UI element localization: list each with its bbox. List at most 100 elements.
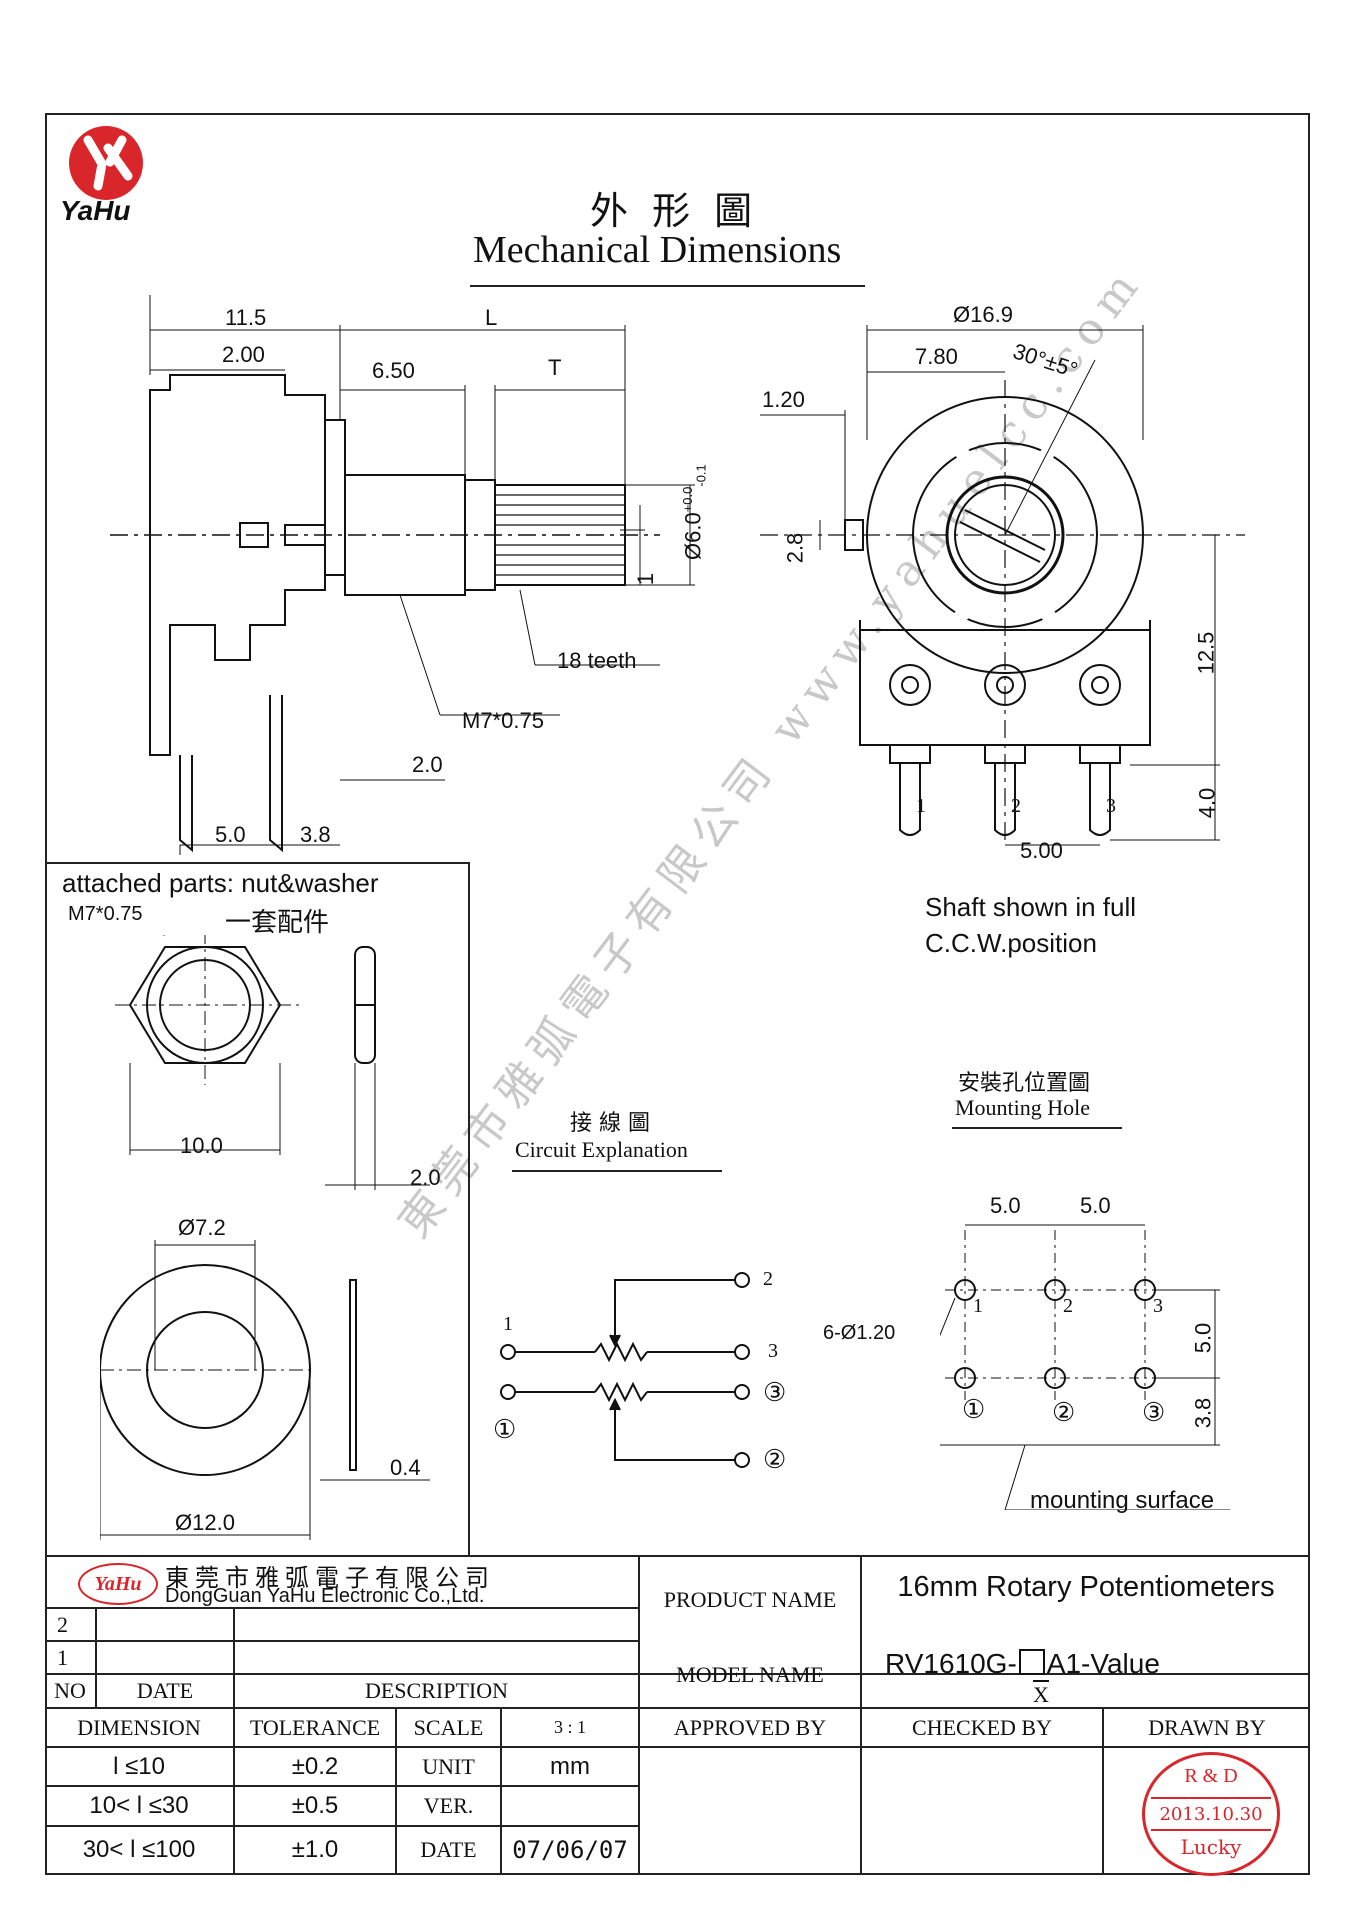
drawing-frame — [45, 113, 1310, 1875]
front-caption-1: Shaft shown in full — [925, 892, 1137, 922]
unit-value: mm — [550, 1752, 590, 1780]
circuit-title-en: Circuit Explanation — [515, 1137, 688, 1162]
tol-value-3: ±1.0 — [291, 1836, 339, 1863]
rev-row-2: 2 — [57, 1611, 68, 1637]
dim-washer-7-2: Ø7.2 — [178, 1215, 226, 1240]
dim-2-00: 2.00 — [222, 342, 265, 367]
ver-value — [502, 1786, 638, 1826]
circuit-underline — [512, 1170, 722, 1172]
rev-row-1: 1 — [57, 1644, 68, 1670]
mount-pin-1: 1 — [973, 1295, 983, 1317]
product-name-label: PRODUCT NAME — [663, 1586, 837, 1612]
mounting-title-zh: 安裝孔位置圖 — [958, 1071, 1091, 1096]
dim-4-0: 4.0 — [1194, 787, 1220, 819]
mount-pin-3: 3 — [1153, 1295, 1163, 1317]
dim-12-5: 12.5 — [1193, 631, 1219, 675]
dim-mount-5-0-v: 5.0 — [1190, 1322, 1216, 1354]
stamp-date: 2013.10.30 — [1159, 1803, 1263, 1825]
title-en: Mechanical Dimensions — [473, 229, 842, 271]
logo-text: YaHu — [60, 195, 131, 226]
nut-thread-label: M7*0.75 — [68, 903, 143, 925]
company-name-zh: 東莞市雅弧電子有限公司 — [165, 1564, 495, 1592]
title-underline — [470, 285, 865, 287]
drawn-by-label: DRAWN BY — [1148, 1714, 1266, 1740]
tol-range-2: 10< l ≤30 — [89, 1792, 189, 1819]
col-no: NO — [54, 1678, 86, 1703]
dim-washer-0-4: 0.4 — [390, 1455, 421, 1480]
tol-range-1: l ≤10 — [113, 1752, 165, 1780]
mounting-title-en: Mounting Hole — [955, 1095, 1091, 1120]
mounting-underline — [952, 1127, 1122, 1129]
mount-pin-2: 2 — [1063, 1295, 1073, 1317]
model-name-suffix: A1-Value — [1046, 1648, 1160, 1679]
col-scale: SCALE — [413, 1714, 484, 1740]
dim-6-50: 6.50 — [372, 358, 415, 383]
col-dimension: DIMENSION — [77, 1714, 201, 1740]
dim-T: T — [548, 355, 562, 380]
front-pin-3: 3 — [1106, 795, 1116, 817]
circuit-label-c3: ③ — [763, 1378, 787, 1407]
dim-3-8-side: 3.8 — [300, 822, 331, 847]
attached-parts-title: attached parts: nut&washer — [62, 868, 379, 898]
model-x: X — [1033, 1680, 1049, 1707]
tol-value-1: ±0.2 — [291, 1752, 339, 1780]
dim-5-00: 5.00 — [1020, 838, 1063, 863]
circuit-label-c2: ② — [763, 1445, 787, 1474]
date-label: DATE — [420, 1837, 477, 1862]
title-zh: 外 形 圖 — [590, 189, 759, 233]
title-block — [45, 1555, 1310, 1875]
rd-stamp: R & D 2013.10.30 Lucky — [1142, 1752, 1280, 1876]
dim-11-5: 11.5 — [225, 305, 267, 330]
dim-L: L — [485, 305, 498, 330]
mounting-surface-label: mounting surface — [1030, 1487, 1215, 1514]
dim-18-teeth: 18 teeth — [557, 648, 637, 673]
stamp-band: 2013.10.30 — [1151, 1797, 1271, 1831]
front-view-drawing — [760, 325, 1245, 846]
col-tolerance: TOLERANCE — [249, 1714, 381, 1740]
circuit-label-c1: ① — [493, 1415, 517, 1444]
circuit-label-1: 1 — [503, 1313, 513, 1335]
shaft-tol-lower: -0.1 — [693, 464, 709, 487]
dim-2-0-side: 2.0 — [412, 752, 443, 777]
dim-shaft-dia: Ø6.0+0.0-0.1 — [680, 464, 709, 560]
model-name-value: RV1610G- A1-Value — [885, 1648, 1160, 1680]
attached-zh: 一套配件 — [225, 908, 330, 938]
dim-5-0-side: 5.0 — [215, 822, 246, 847]
dim-7-80: 7.80 — [915, 344, 958, 369]
date-value: 07/06/07 — [512, 1836, 628, 1864]
scale-value: 3 : 1 — [553, 1717, 586, 1737]
circuit-diagram — [500, 1272, 750, 1468]
dim-1-side: 1 — [633, 572, 659, 586]
approved-by-label: APPROVED BY — [673, 1714, 827, 1740]
dim-16-9: Ø16.9 — [953, 302, 1013, 327]
dim-mount-3-8-v: 3.8 — [1190, 1397, 1216, 1429]
logo-mark-icon: YaHu — [60, 126, 143, 226]
dim-mount-5-0-b: 5.0 — [1080, 1193, 1111, 1218]
dim-2-8: 2.8 — [782, 532, 808, 564]
nut-washer-drawing — [100, 935, 430, 1540]
company-logo: YaHu — [60, 118, 155, 228]
dim-mount-holes: 6-Ø1.20 — [823, 1322, 896, 1344]
mount-pin-c1: ① — [962, 1395, 986, 1424]
mount-pin-c3: ③ — [1142, 1398, 1166, 1427]
company-name-en: DongGuan YaHu Electronic Co.,Ltd. — [165, 1585, 485, 1607]
col-date: DATE — [136, 1678, 194, 1703]
dim-1-20-front: 1.20 — [762, 387, 805, 412]
shaft-dia: Ø6.0 — [680, 512, 706, 560]
unit-label: UNIT — [422, 1753, 475, 1779]
ver-label: VER. — [423, 1793, 474, 1818]
front-caption-2: C.C.W.position — [925, 928, 1097, 958]
circuit-title-zh: 接 線 圖 — [570, 1111, 650, 1136]
tb-logo-text: YaHu — [94, 1572, 142, 1595]
dim-mount-5-0-a: 5.0 — [990, 1193, 1021, 1218]
front-pin-2: 2 — [1011, 795, 1021, 817]
tol-range-3: 30< l ≤100 — [82, 1836, 196, 1863]
circuit-label-3: 3 — [768, 1340, 778, 1362]
model-name-box — [1018, 1649, 1045, 1675]
col-description: DESCRIPTION — [364, 1678, 508, 1703]
model-name-prefix: RV1610G- — [885, 1648, 1017, 1679]
attached-parts-box — [45, 862, 470, 1557]
model-name-label: MODEL NAME — [676, 1662, 824, 1687]
dim-m7-thread: M7*0.75 — [462, 708, 544, 733]
stamp-top: R & D — [1184, 1765, 1238, 1787]
